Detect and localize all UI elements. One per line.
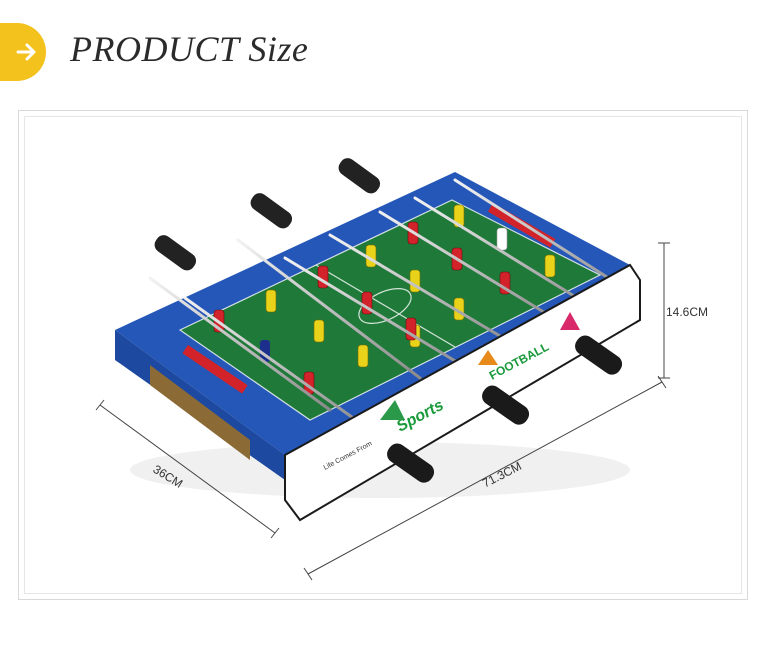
product-image-inner-border <box>24 116 742 594</box>
width-dimension-line <box>307 381 663 575</box>
score-counter-right <box>488 202 556 248</box>
dimension-lines <box>95 242 670 581</box>
height-dimension-label: 14.6CM <box>666 305 709 319</box>
playing-field <box>180 200 600 420</box>
printed-side-panel: Sports FOOTBALL Life Comes From <box>284 263 641 522</box>
goal-opening <box>150 365 250 460</box>
score-counter-left <box>182 344 248 394</box>
handles-front <box>387 335 623 483</box>
player-rods <box>148 178 637 432</box>
product-image-frame <box>18 110 748 600</box>
field-lines <box>178 199 602 421</box>
section-header: PRODUCT Size <box>0 0 770 100</box>
arrow-badge <box>0 23 46 81</box>
arrow-right-icon <box>16 43 36 61</box>
handles-back <box>154 158 381 271</box>
depth-dimension-line <box>99 404 276 534</box>
page-title: PRODUCT Size <box>70 29 309 69</box>
